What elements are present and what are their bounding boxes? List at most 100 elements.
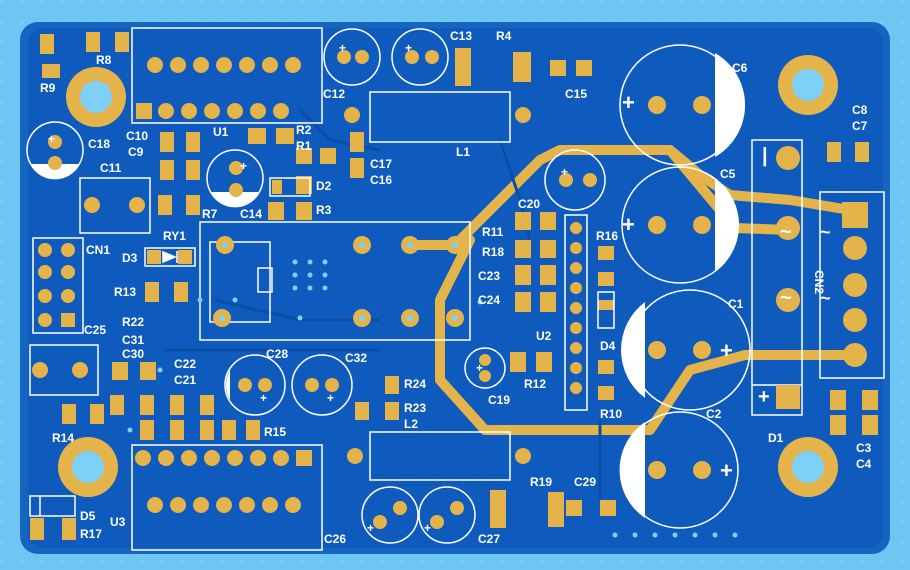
svg-text:+: + — [561, 165, 568, 179]
label-c21: C21 — [174, 373, 196, 387]
label-d5: D5 — [80, 509, 96, 523]
label-r14: R14 — [52, 431, 74, 445]
u1-outline — [131, 27, 323, 124]
cn2-outline — [819, 191, 885, 379]
pads — [30, 32, 878, 540]
svg-text:+: + — [240, 159, 247, 173]
ry1-coil-inner — [257, 267, 273, 293]
label-d2: D2 — [316, 179, 332, 193]
label-cn1: CN1 — [86, 243, 110, 257]
svg-text:~: ~ — [780, 221, 792, 243]
label-r10: R10 — [600, 407, 622, 421]
label-c6: C6 — [732, 61, 748, 75]
label-d3: D3 — [122, 251, 138, 265]
label-d4: D4 — [600, 339, 616, 353]
ry1-outline — [199, 221, 471, 341]
label-ry1: RY1 — [163, 229, 186, 243]
c13-outline — [391, 28, 449, 86]
label-r22: R22 — [122, 315, 144, 329]
c28-outline — [224, 354, 286, 416]
label-r1: R1 — [296, 139, 312, 153]
label-c15: C15 — [565, 87, 587, 101]
label-r18: R18 — [482, 245, 504, 259]
svg-text:+: + — [758, 386, 770, 408]
label-c32: C32 — [345, 351, 367, 365]
trace-lower — [435, 235, 865, 435]
label-c19: C19 — [488, 393, 510, 407]
label-c17: C17 — [370, 157, 392, 171]
label-cn2: CN2 — [812, 270, 826, 294]
label-c31: C31 — [122, 333, 144, 347]
label-l2: L2 — [404, 417, 418, 431]
label-c3: C3 — [856, 441, 872, 455]
label-r4: R4 — [496, 29, 512, 43]
label-c12: C12 — [323, 87, 345, 101]
label-c14: C14 — [240, 207, 262, 221]
label-r13: R13 — [114, 285, 136, 299]
c27-outline — [418, 486, 476, 544]
d3-symbol — [162, 250, 177, 264]
svg-text:+: + — [424, 521, 431, 535]
label-r12: R12 — [524, 377, 546, 391]
label-u2: U2 — [536, 329, 552, 343]
c20-outline — [544, 149, 606, 211]
ry1-coil — [209, 241, 271, 323]
svg-text:~: ~ — [820, 288, 831, 308]
d3-outline — [144, 247, 196, 267]
label-c20: C20 — [518, 197, 540, 211]
u2-outline — [564, 214, 588, 411]
label-c7: C7 — [852, 119, 868, 133]
label-c8: C8 — [852, 103, 868, 117]
l2-outline — [369, 431, 511, 481]
label-c27: C27 — [478, 532, 500, 546]
label-r8: R8 — [96, 53, 112, 67]
label-c28: C28 — [266, 347, 288, 361]
label-c10: C10 — [126, 129, 148, 143]
label-c9: C9 — [128, 145, 144, 159]
l1-outline — [369, 91, 511, 143]
label-c11: C11 — [100, 161, 122, 175]
svg-text:~: ~ — [780, 287, 792, 309]
c31-outline — [29, 344, 99, 396]
label-r7: R7 — [202, 207, 218, 221]
label-r11: R11 — [482, 225, 504, 239]
label-r9: R9 — [40, 81, 56, 95]
label-c2: C2 — [706, 407, 722, 421]
label-c26: C26 — [324, 532, 346, 546]
label-c5: C5 — [720, 167, 736, 181]
label-c30: C30 — [122, 347, 144, 361]
copper-pour — [28, 28, 883, 548]
svg-text:+: + — [327, 391, 334, 405]
c11-outline — [79, 177, 151, 234]
d5-outline — [29, 495, 76, 517]
svg-text:+: + — [720, 338, 733, 363]
svg-text:|: | — [762, 145, 768, 167]
label-c13: C13 — [450, 29, 472, 43]
svg-text:+: + — [48, 132, 55, 146]
c19-outline — [464, 347, 506, 389]
label-r23: R23 — [404, 401, 426, 415]
label-r19: R19 — [530, 475, 552, 489]
svg-text:~: ~ — [820, 222, 831, 242]
label-r17: R17 — [80, 527, 102, 541]
label-u1: U1 — [213, 125, 229, 139]
label-d1: D1 — [768, 431, 784, 445]
svg-text:+: + — [339, 41, 346, 55]
cn1-outline — [32, 237, 84, 334]
label-r3: R3 — [316, 203, 332, 217]
label-r2: R2 — [296, 123, 312, 137]
label-r24: R24 — [404, 377, 426, 391]
label-r16: R16 — [596, 229, 618, 243]
svg-text:+: + — [720, 458, 733, 483]
label-c1: C1 — [728, 297, 744, 311]
c32-outline — [291, 354, 353, 416]
svg-text:+: + — [476, 361, 483, 375]
label-c18: C18 — [88, 137, 110, 151]
u3-outline — [131, 444, 323, 551]
svg-text:+: + — [260, 391, 267, 405]
label-c16: C16 — [370, 173, 392, 187]
d4-outline — [597, 291, 615, 329]
label-c29: C29 — [574, 475, 596, 489]
c12-outline — [323, 28, 381, 86]
